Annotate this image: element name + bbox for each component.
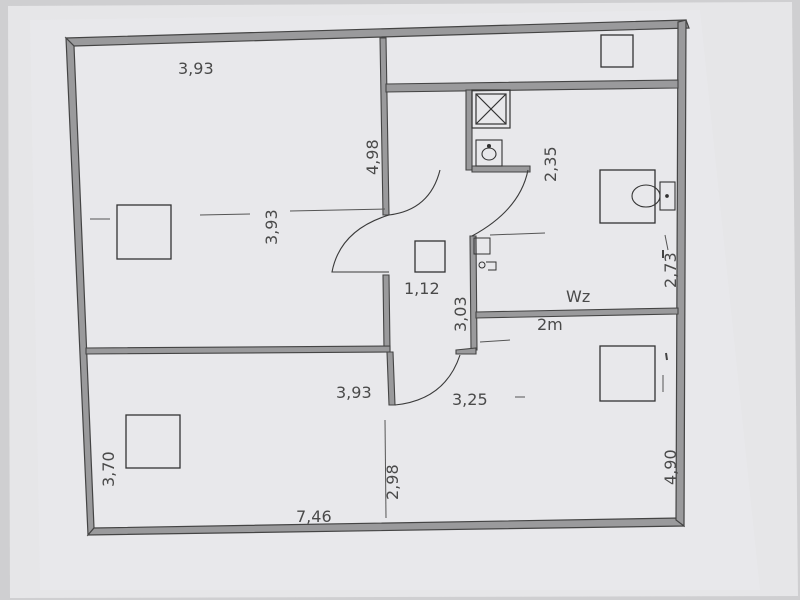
paper-highlight bbox=[30, 10, 760, 590]
wall-marks bbox=[662, 250, 668, 361]
sink-icon bbox=[475, 139, 503, 167]
label-w2: 3,93 bbox=[336, 383, 372, 402]
door-arc-top-left bbox=[331, 214, 390, 273]
light-fixture-icon-1 bbox=[116, 204, 172, 260]
light-fixture-icon-4 bbox=[414, 240, 446, 273]
label-m2: 2m bbox=[537, 315, 563, 334]
label-w4: 7,46 bbox=[296, 507, 332, 526]
label-w3: 3,70 bbox=[99, 451, 118, 487]
door-arc-hall-top bbox=[388, 169, 441, 216]
washer-icon bbox=[473, 237, 497, 271]
label-h1: 3,93 bbox=[262, 209, 281, 245]
door-arc-bath bbox=[471, 169, 529, 237]
interior-walls bbox=[85, 37, 679, 406]
label-h2: 4,98 bbox=[363, 139, 382, 175]
light-fixture-icon-5 bbox=[599, 345, 656, 402]
label-w1: 3,93 bbox=[178, 59, 214, 78]
label-w6: 3,25 bbox=[452, 390, 488, 409]
toilet-icon bbox=[631, 181, 676, 211]
door-arc-bottom bbox=[394, 354, 461, 406]
label-w5: 1,12 bbox=[404, 279, 440, 298]
light-fixture-icon-3 bbox=[600, 34, 634, 68]
label-h5: 2,73 bbox=[661, 252, 680, 288]
shower-icon bbox=[471, 89, 511, 129]
label-h4: 2,35 bbox=[541, 146, 560, 182]
dimension-lines bbox=[90, 208, 669, 519]
label-h3: 2,98 bbox=[383, 464, 402, 500]
label-h6: 3,03 bbox=[451, 296, 470, 332]
light-fixtures bbox=[116, 34, 656, 469]
outer-walls bbox=[64, 19, 690, 537]
light-fixture-icon-6 bbox=[599, 169, 656, 224]
label-wz: Wz bbox=[566, 287, 590, 306]
label-h7: 4,90 bbox=[661, 449, 680, 485]
light-fixture-icon-2 bbox=[125, 414, 181, 469]
door-swings bbox=[331, 169, 529, 406]
